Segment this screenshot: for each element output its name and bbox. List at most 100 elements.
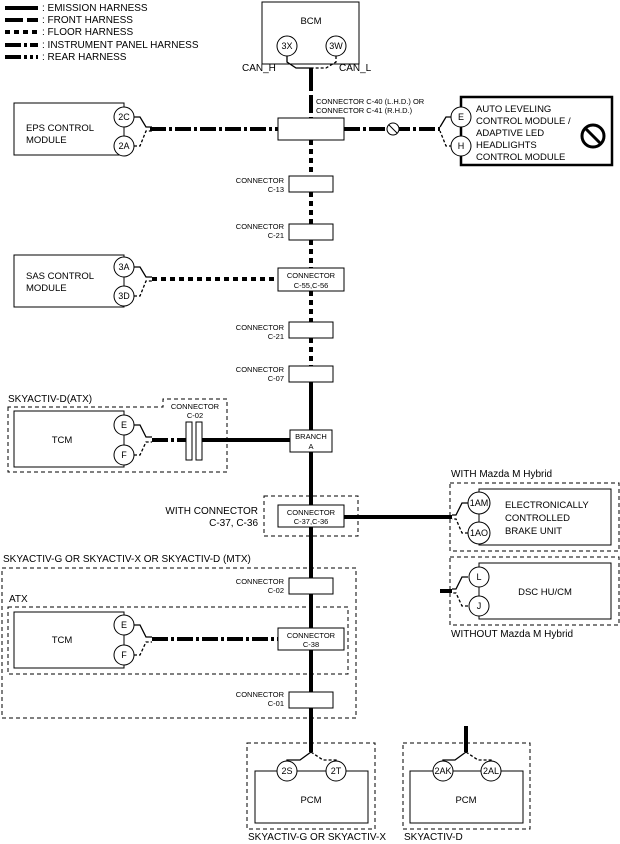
pcm-d-label: SKYACTIV-D (404, 832, 463, 843)
tcm-d-box (13, 410, 125, 468)
skyactiv-d-atx-label: SKYACTIV-D(ATX) (8, 394, 92, 405)
pcm-d-box (409, 770, 524, 824)
connector-c40 (277, 117, 345, 141)
eps-wire-1 (134, 116, 152, 128)
auto-leveling-label-2: CONTROL MODULE / (476, 116, 571, 127)
auto-leveling-label-5: CONTROL MODULE (476, 152, 565, 163)
dsc-title: DSC HU/CM (518, 587, 572, 598)
legend: : EMISSION HARNESS : FRONT HARNESS : FLO… (5, 3, 199, 63)
c02-atx-label-2: C-02 (187, 411, 203, 420)
c02-atx-label-1: CONNECTOR (171, 402, 220, 411)
c21a-label-2: C-21 (268, 231, 284, 240)
eps-pin-2a-label: 2A (118, 141, 129, 151)
skyactiv-g-group: SKYACTIV-G OR SKYACTIV-X OR SKYACTIV-D (… (1, 554, 357, 719)
branch-label-2: A (308, 442, 313, 451)
brake-unit-pin-1ao (467, 521, 491, 545)
tcm-atx-box (13, 611, 125, 669)
pcm-g-pin-2t-label: 2T (331, 766, 342, 776)
dsc-without-label: WITHOUT Mazda M Hybrid (451, 629, 573, 640)
can-h-label: CAN_H (242, 63, 276, 74)
c55: CONNECTOR C-55,C-56 (277, 267, 345, 292)
c37-label-1: CONNECTOR (287, 508, 336, 517)
connector-c01 (288, 691, 334, 709)
tcm-atx-pin-e-label: E (121, 620, 127, 630)
bcm-wire-h (286, 56, 311, 69)
tcm-atx-pin-f-label: F (121, 650, 127, 660)
connector-c38 (277, 627, 345, 651)
pcm-g-title: PCM (300, 795, 321, 806)
eps-pin-2c (113, 106, 135, 128)
sas-wire-1 (134, 266, 152, 278)
pcm-d-pin-2al (480, 760, 502, 782)
pcm-g-dashed-box (246, 742, 376, 830)
eps-label-2: MODULE (26, 135, 67, 146)
c37-dashed-box (263, 495, 359, 537)
c21-upper: CONNECTOR C-21 (236, 222, 334, 241)
auto-leveling-module: AUTO LEVELING CONTROL MODULE / ADAPTIVE … (439, 95, 614, 167)
c02-label-2: C-02 (268, 586, 284, 595)
c38-label-2: C-38 (303, 640, 319, 649)
with-connector-label-1: WITH CONNECTOR (165, 506, 258, 517)
skyactiv-d-atx-group: SKYACTIV-D(ATX) CONNECTOR C-02 TCM E F (7, 394, 290, 473)
tcm-d-pin-f-label: F (121, 450, 127, 460)
bcm-pin-3x-label: 3X (281, 41, 292, 51)
legend-rear-label: : REAR HARNESS (42, 52, 127, 63)
tcm-d-wire-2 (134, 441, 152, 456)
c55-label-1: CONNECTOR (287, 271, 336, 280)
with-connector-label-2: C-37, C-36 (209, 518, 258, 529)
pcm-g-pin-2t (325, 760, 347, 782)
c21b-label-1: CONNECTOR (236, 323, 285, 332)
brake-unit-label-2: CONTROLLED (505, 513, 570, 524)
dsc-wire-1 (452, 576, 468, 590)
connector-c02-atx-right (195, 421, 203, 461)
branch-a-box (289, 429, 333, 453)
c02-label-1: CONNECTOR (236, 577, 285, 586)
pcm-d-group: PCM 2AK 2AL SKYACTIV-D (402, 726, 531, 843)
c13-label-2: C-13 (268, 185, 284, 194)
c07-label-1: CONNECTOR (236, 365, 285, 374)
brake-unit-label-3: BRAKE UNIT (505, 526, 562, 537)
bcm-pin-3w-label: 3W (329, 41, 343, 51)
m-hybrid-group: WITH Mazda M Hybrid ELECTRONICALLY CONTR… (344, 469, 620, 552)
c01-label-1: CONNECTOR (236, 690, 285, 699)
auto-leveling-wire-1 (439, 116, 452, 128)
sas-label-1: SAS CONTROL (26, 271, 94, 282)
auto-leveling-pin-h-label: H (458, 141, 465, 151)
c07: CONNECTOR C-07 (236, 365, 334, 383)
auto-leveling-label-3: ADAPTIVE LED (476, 128, 544, 139)
sas-pin-3d-label: 3D (118, 291, 130, 301)
c55-label-2: C-55,C-56 (294, 281, 329, 290)
tcm-atx-title: TCM (52, 635, 73, 646)
pcm-d-title: PCM (455, 795, 476, 806)
bcm-title: BCM (300, 16, 321, 27)
bcm-pin-3x (276, 35, 298, 57)
connector-c02 (288, 577, 334, 595)
pcm-d-wire-1 (442, 751, 467, 762)
eps-pin-2c-label: 2C (118, 112, 130, 122)
brake-unit-pin-1am-label: 1AM (470, 498, 489, 508)
atx-box (7, 606, 349, 675)
atx-label: ATX (9, 594, 28, 605)
tcm-atx-wire-2 (134, 641, 152, 656)
skyactiv-g-group-label: SKYACTIV-G OR SKYACTIV-X OR SKYACTIV-D (… (3, 554, 251, 565)
eps-wire-2 (134, 130, 152, 147)
dsc-wire-2 (452, 592, 468, 607)
tcm-atx-wire-1 (134, 624, 152, 638)
auto-leveling-pin-e-label: E (458, 112, 464, 122)
connector-c07 (288, 365, 334, 383)
dsc-pin-l-label: L (476, 572, 481, 582)
c01-label-2: C-01 (268, 699, 284, 708)
dsc-group: DSC HU/CM L J WITHOUT Mazda M Hybrid (440, 556, 620, 640)
dsc-pin-j (468, 595, 490, 617)
prohibited-icon-slash (583, 126, 603, 146)
dsc-box (478, 562, 612, 620)
c07-label-2: C-07 (268, 374, 284, 383)
pcm-d-pin-2ak (432, 760, 454, 782)
prohibited-icon-small-slash (388, 124, 398, 134)
legend-floor-label: : FLOOR HARNESS (42, 27, 133, 38)
c21-lower: CONNECTOR C-21 (236, 321, 334, 341)
sas-pin-3d (113, 285, 135, 307)
c21a-label-1: CONNECTOR (236, 222, 285, 231)
branch-a: BRANCH A (289, 429, 333, 453)
